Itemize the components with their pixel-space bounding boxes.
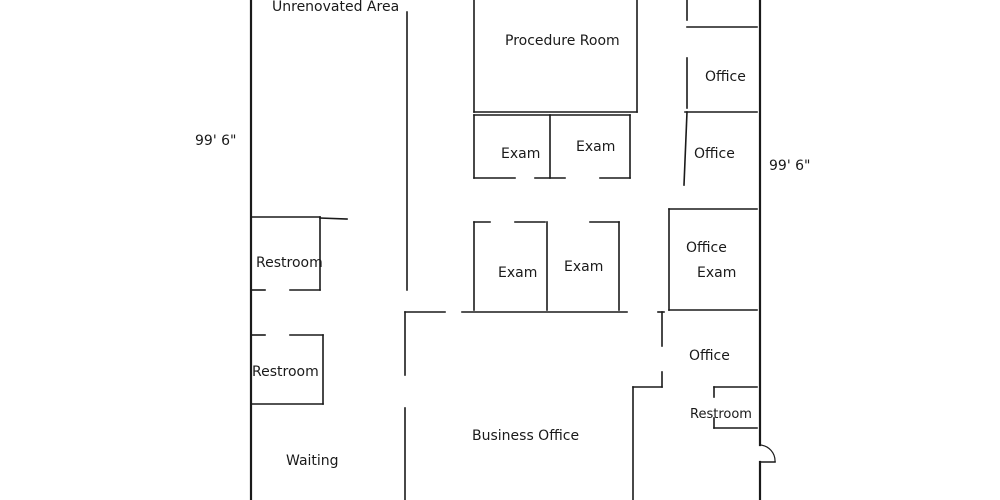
dimension-left: 99' 6" <box>195 133 236 149</box>
room-label-restroom-lower: Restroom <box>252 364 319 380</box>
room-label-office-lower: Office <box>689 348 730 364</box>
door-swing-icon <box>759 444 776 463</box>
dimension-right: 99' 6" <box>769 158 810 174</box>
room-label-office-exam-office: Office <box>686 240 727 256</box>
room-label-exam-2: Exam <box>576 139 615 155</box>
room-label-procedure-room: Procedure Room <box>505 33 620 49</box>
room-label-office-top: Office <box>705 69 746 85</box>
room-label-exam-3: Exam <box>498 265 537 281</box>
room-label-unrenovated-area: Unrenovated Area <box>272 0 399 15</box>
room-label-business-office: Business Office <box>472 428 579 444</box>
walls <box>249 0 762 500</box>
room-label-exam-1: Exam <box>501 146 540 162</box>
room-label-office-exam-exam: Exam <box>697 265 736 281</box>
room-label-restroom-upper: Restroom <box>256 255 323 271</box>
room-label-restroom-right: Restroom <box>690 407 752 422</box>
room-label-office-upper: Office <box>694 146 735 162</box>
room-label-waiting: Waiting <box>286 453 339 469</box>
room-label-exam-4: Exam <box>564 259 603 275</box>
